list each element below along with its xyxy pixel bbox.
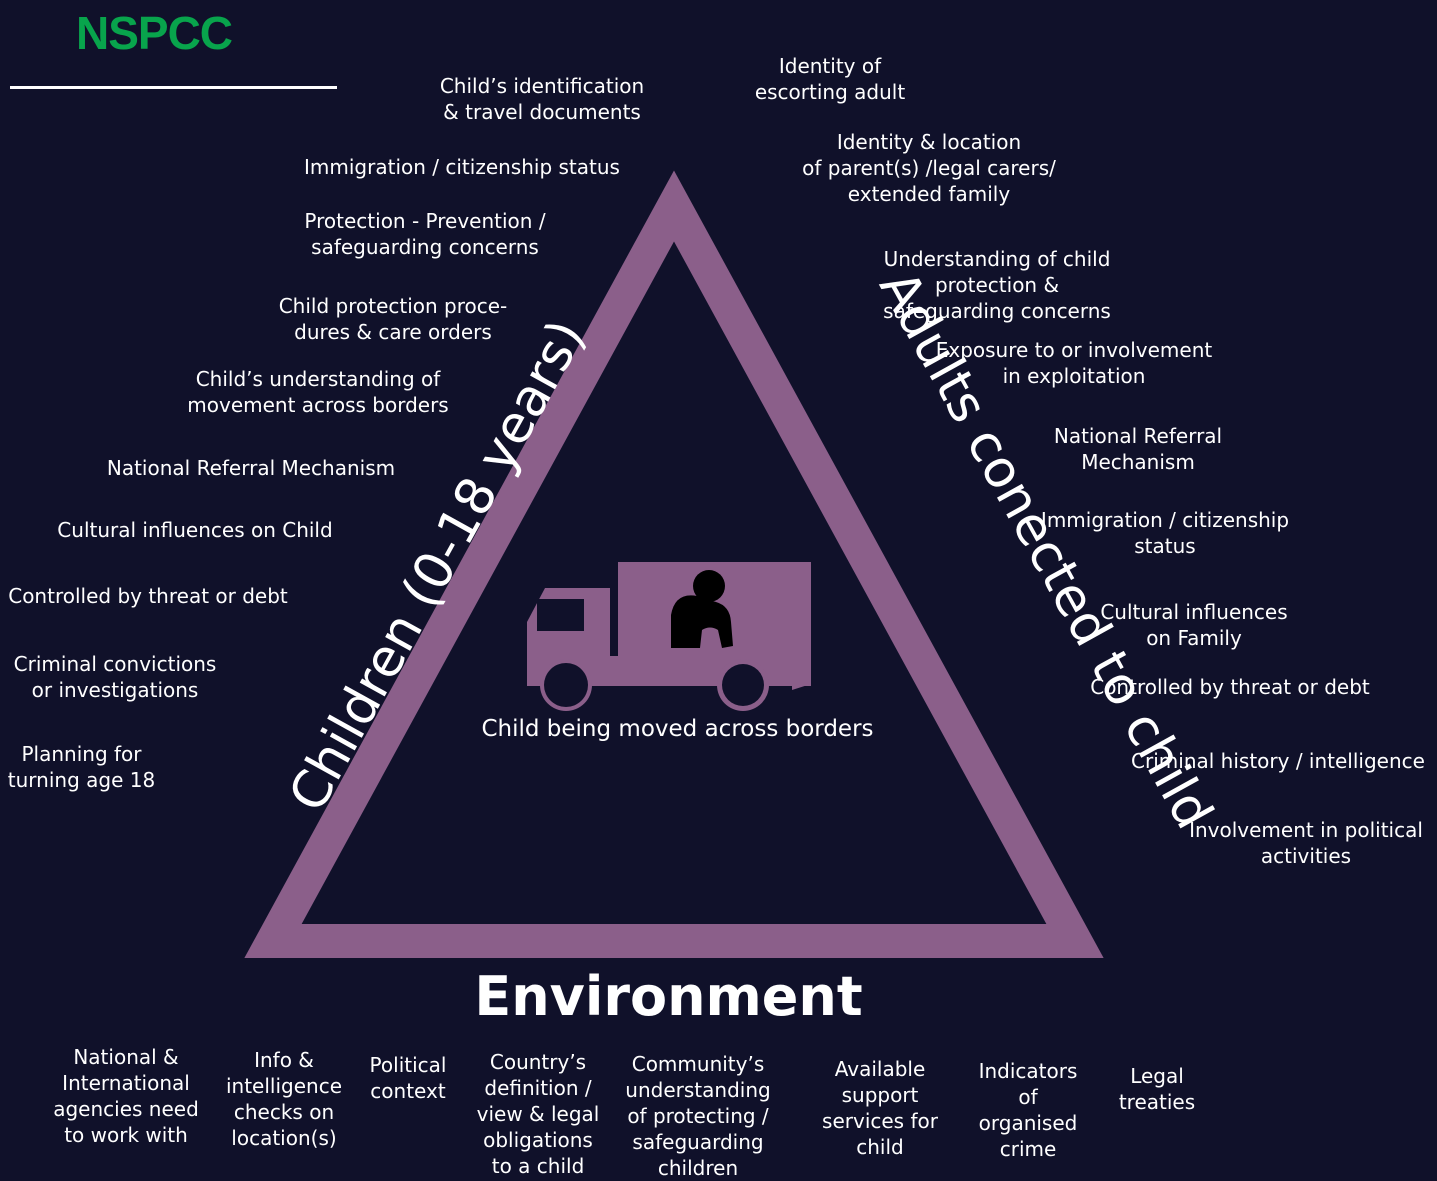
adult-factor-4: Exposure to or involvement in exploitati… [935, 338, 1213, 388]
env-factor-1: National & International agencies need t… [53, 1045, 199, 1147]
adult-factor-6: Immigration / citizenship status [1040, 508, 1290, 558]
env-factor-2: Info & intelligence checks on location(s… [225, 1048, 343, 1150]
env-factor-3: Political context [369, 1053, 447, 1103]
adult-factor-10: Involvement in political activities [1189, 818, 1423, 868]
header-divider [10, 86, 337, 89]
adult-factor-1: Identity of escorting adult [754, 54, 906, 104]
child-factor-8: Controlled by threat or debt [8, 584, 288, 608]
child-factor-2: Immigration / citizenship status [304, 155, 620, 179]
env-factor-5: Community’s understanding of protecting … [625, 1052, 771, 1180]
child-factor-9: Criminal convictions or investigations [13, 652, 217, 702]
nspcc-logo: NSPCC [76, 7, 233, 59]
adult-factor-8: Controlled by threat or debt [1090, 675, 1370, 699]
side-label-environment: Environment [474, 965, 863, 1028]
child-factor-6: National Referral Mechanism [106, 456, 396, 480]
adult-factor-2: Identity & location of parent(s) /legal … [802, 130, 1056, 206]
env-factor-6: Available support services for child [822, 1057, 938, 1159]
child-factor-3: Protection - Prevention / safeguarding c… [304, 209, 546, 259]
env-factor-7: Indicators of organised crime [978, 1059, 1078, 1161]
adult-factor-3: Understanding of child protection & safe… [883, 247, 1111, 323]
child-factor-5: Child’s understanding of movement across… [187, 367, 449, 417]
adult-factor-7: Cultural influences on Family [1100, 600, 1288, 650]
child-factor-1: Child’s identification & travel document… [439, 74, 645, 124]
child-factor-10: Planning for turning age 18 [7, 742, 156, 792]
env-factor-4: Country’s definition / view & legal obli… [476, 1050, 600, 1178]
adult-factor-9: Criminal history / intelligence [1131, 749, 1425, 773]
child-factor-4: Child protection proce- dures & care ord… [278, 294, 508, 344]
child-factor-7: Cultural influences on Child [57, 518, 333, 542]
center-caption: Child being moved across borders [481, 716, 874, 742]
truck-child-icon [527, 562, 811, 711]
env-factor-8: Legal treaties [1118, 1064, 1196, 1114]
adult-factor-5: National Referral Mechanism [1053, 424, 1223, 474]
triangle-outline [244, 170, 1104, 958]
